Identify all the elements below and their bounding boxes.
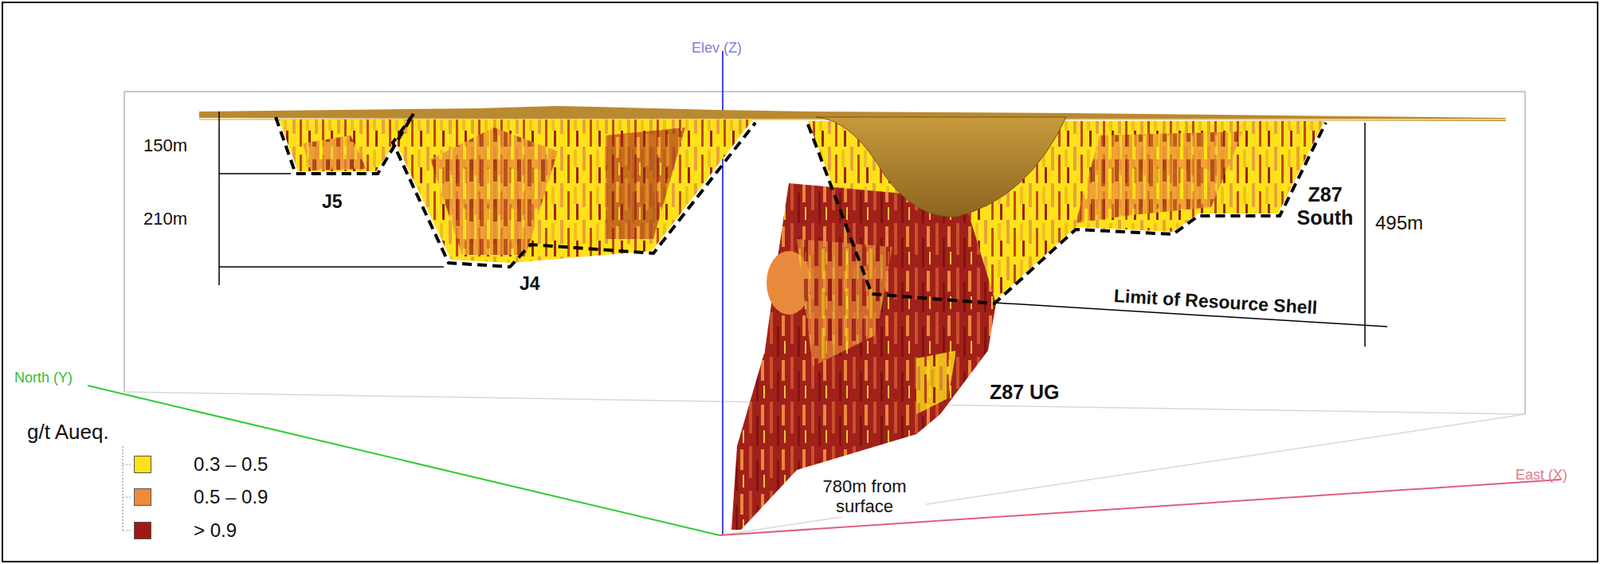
axis-label: Elev (Z)	[691, 39, 742, 57]
legend-title: g/t Aueq.	[27, 420, 110, 445]
zone-label: J4	[519, 273, 541, 295]
axis-label: North (Y)	[14, 369, 73, 387]
shell-label: Limit of Resource Shell	[1113, 285, 1318, 319]
depth-label: 780m from surface	[803, 476, 926, 518]
legend-swatch	[133, 455, 152, 474]
dimension-label: 210m	[143, 208, 188, 229]
axis-label: East (X)	[1515, 466, 1568, 484]
zone-label: J5	[321, 191, 343, 212]
legend-swatch	[133, 521, 152, 540]
legend-swatch	[133, 488, 152, 506]
zone-label: Z87 South	[1289, 183, 1361, 230]
zone-label: Z87 UG	[989, 380, 1060, 404]
dimension-label: 495m	[1375, 211, 1424, 235]
legend-text: 0.3 – 0.5	[193, 453, 268, 476]
dimension-label: 150m	[143, 135, 188, 156]
legend-text: > 0.9	[193, 519, 237, 542]
legend-text: 0.5 – 0.9	[193, 486, 268, 509]
